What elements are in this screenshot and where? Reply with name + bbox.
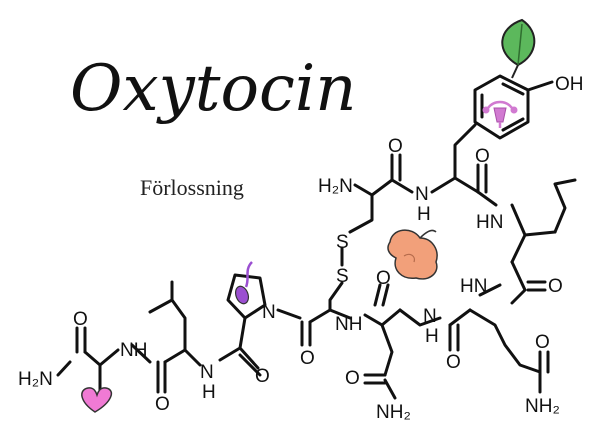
oh-label: OH xyxy=(555,74,584,95)
nh2-label-gln: NH₂ xyxy=(525,396,560,417)
o-label-asn: O xyxy=(345,368,360,389)
o-label-mid2: O xyxy=(446,352,461,373)
o-label-top1: O xyxy=(388,136,403,157)
hn-label-right1: HN xyxy=(476,212,503,233)
nh-label-left: NH xyxy=(120,340,147,361)
sperm-icon xyxy=(234,261,253,305)
o-label-top2: O xyxy=(475,146,490,167)
leaf-icon xyxy=(501,18,536,79)
n-label-left: N xyxy=(200,362,214,383)
o-label-mid3: O xyxy=(300,348,315,369)
nh-label-mid: NH xyxy=(335,314,362,335)
baby-icon xyxy=(387,229,438,280)
uterus-icon xyxy=(482,100,518,128)
o-label-left2: O xyxy=(155,394,170,415)
o-label-gly: O xyxy=(73,309,88,330)
hn-label-right2: HN xyxy=(460,276,487,297)
molecule-bonds xyxy=(56,74,577,400)
diagram-title: Oxytocin xyxy=(70,52,357,126)
n-label-mid: N xyxy=(423,306,437,327)
s-label-2: S xyxy=(336,266,349,287)
s-label-1: S xyxy=(336,232,349,253)
nh2-label-asn: NH₂ xyxy=(376,402,411,423)
o-label-right1: O xyxy=(548,276,563,297)
o-label-left1: O xyxy=(255,366,270,387)
o-label-gln: O xyxy=(535,332,550,353)
h-label-mid: H xyxy=(425,326,439,347)
atom-labels: H₂N N H O O OH S S HN O HN NH N H O O O … xyxy=(18,74,584,423)
h-label-top: H xyxy=(417,204,431,225)
o-label-mid1: O xyxy=(376,268,391,289)
n-label-top: N xyxy=(415,184,429,205)
n-label-pro: N xyxy=(262,302,276,323)
h2n-label-left: H₂N xyxy=(18,369,53,390)
heart-icon xyxy=(81,387,113,413)
h-label-left: H xyxy=(202,382,216,403)
h2n-label-top: H₂N xyxy=(318,176,353,197)
diagram-subtitle: Förlossning xyxy=(140,175,244,200)
